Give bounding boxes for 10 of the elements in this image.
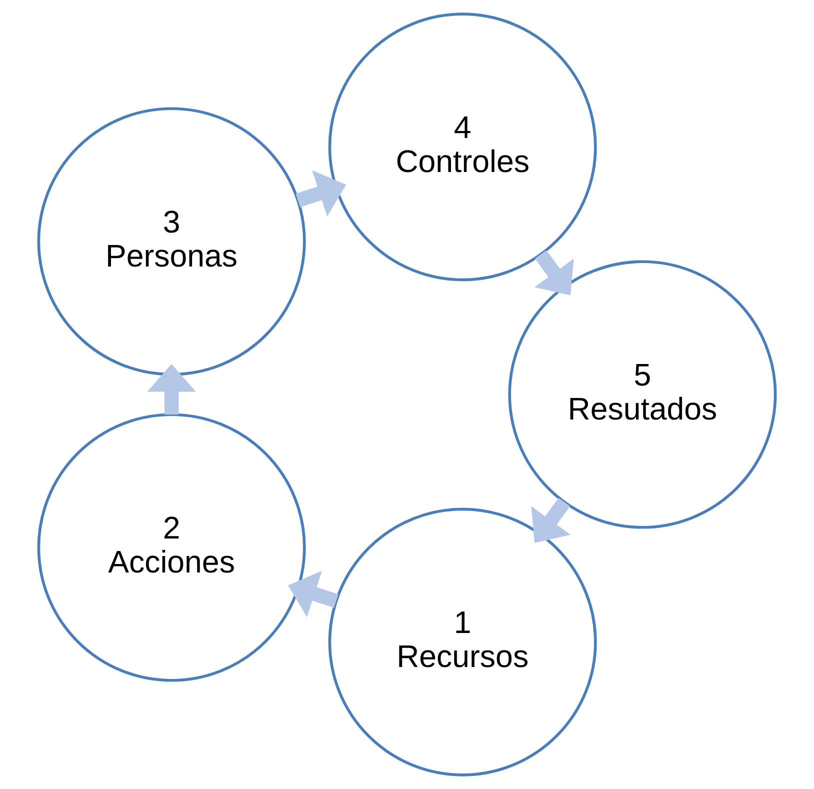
arrow xyxy=(288,570,338,618)
node-circle: 3 Personas xyxy=(37,107,306,376)
node-circle: 1 Recursos xyxy=(328,508,597,776)
arrow xyxy=(147,364,196,415)
node-circle: 4 Controles xyxy=(328,12,597,282)
node-circle: 2 Acciones xyxy=(37,413,306,682)
node-circle: 5 Resutados xyxy=(508,260,777,529)
arrow xyxy=(296,170,346,217)
arrow xyxy=(534,250,574,296)
arrow xyxy=(531,498,571,543)
